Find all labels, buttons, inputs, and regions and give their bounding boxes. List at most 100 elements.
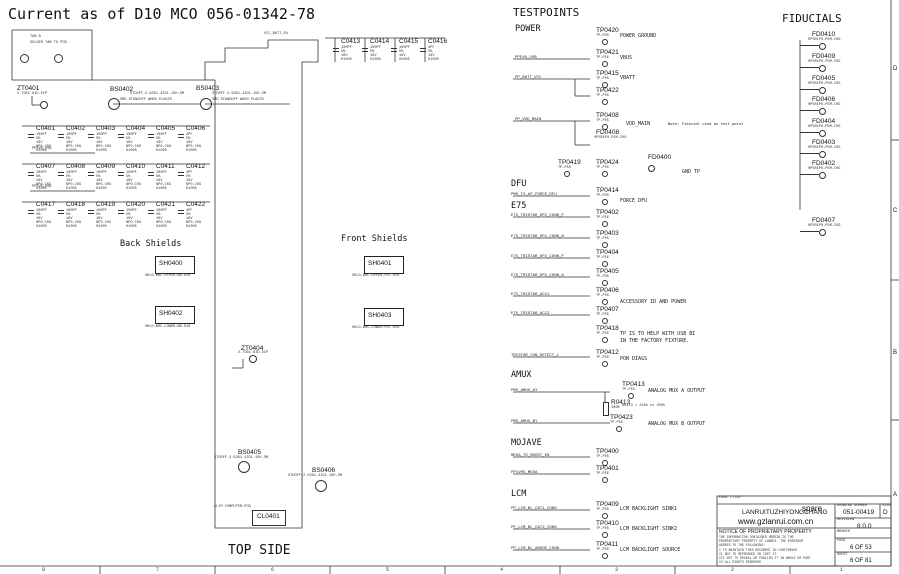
testpoint-description: VDD_MAIN — [626, 121, 651, 127]
capacitor-icon — [118, 134, 124, 135]
capacitor-dielectric: NP0-C0G — [156, 221, 172, 225]
capacitor-ref: C0421 — [156, 201, 176, 208]
fiducial-icon — [819, 43, 826, 50]
fiducial-lead — [800, 231, 819, 232]
capacitor-package: 01005 — [186, 187, 197, 191]
capacitor-icon — [58, 172, 64, 173]
net-label: PP_LCM_BL_CAT2_CONN — [511, 526, 557, 530]
mojave-section-title: MOJAVE — [511, 438, 542, 448]
testpoint-icon — [602, 82, 608, 88]
fiducial-ref: FD0406 — [812, 96, 836, 103]
page-title: Current as of D10 MCO 056-01342-78 — [8, 5, 316, 23]
net-label: E75_TRISTAR_ACC1 — [511, 293, 550, 297]
capacitor-icon — [362, 48, 368, 49]
capacitor-value: 100PF — [96, 171, 107, 175]
testpoint-icon — [602, 99, 608, 105]
net-label: E75_TRISTAR_DP1_CONN_N — [511, 235, 564, 239]
page-number: 6 OF 53 — [850, 545, 872, 551]
capacitor-ref: C0412 — [186, 163, 206, 170]
capacitor-ref: C0411 — [156, 163, 175, 170]
capacitor-icon — [58, 210, 64, 211]
capacitor-package: 01005 — [399, 58, 410, 62]
capacitor-package: 01005 — [156, 187, 167, 191]
fiducial-value: 0P5R1P0-P5M-C0G — [808, 167, 841, 171]
capacitor-value: 100PF — [36, 171, 47, 175]
testpoint-ref: TP0418 — [596, 325, 619, 332]
testpoint-package: TP-P55 — [622, 388, 635, 392]
bs0405-ref: BS0405 — [238, 449, 262, 456]
capacitor-icon — [391, 48, 397, 49]
capacitor-dielectric: NP0-C0G — [96, 145, 112, 149]
capacitor-icon — [28, 137, 34, 138]
testpoint-ref: TP0411 — [596, 541, 619, 548]
capacitor-voltage: 16V — [36, 217, 43, 221]
testpoint-icon — [602, 261, 608, 267]
capacitor-package: 01005 — [36, 149, 47, 153]
testpoint-icon — [602, 124, 608, 130]
capacitor-tolerance: 5% — [370, 50, 375, 54]
capacitor-value: 100PF — [156, 171, 167, 175]
capacitor-icon — [148, 137, 154, 138]
capacitor-voltage: 16V — [126, 141, 133, 145]
capacitor-icon — [148, 134, 154, 135]
capacitor-dielectric: NP0-C0G — [186, 145, 202, 149]
capacitor-icon — [118, 213, 124, 214]
capacitor-dielectric: NP0-C0G — [66, 221, 82, 225]
tab-pad-icon — [54, 54, 63, 63]
testpoint-ref: TP0406 — [596, 287, 619, 294]
testpoint-ref: TP0414 — [596, 187, 619, 194]
capacitor-icon — [178, 172, 184, 173]
capacitor-dielectric: NP0-C0G — [66, 145, 82, 149]
capacitor-icon — [362, 51, 368, 52]
capacitor-package: 01005 — [36, 225, 47, 229]
testpoint-ref: TP0419 — [558, 159, 581, 166]
testpoint-package: TP-P55 — [596, 548, 609, 552]
testpoint-package: TP-P55 — [610, 421, 623, 425]
net-label: PP_LCM_BL_CAT1_CONN — [511, 507, 557, 511]
capacitor-tolerance: 5% — [399, 50, 404, 54]
capacitor-tolerance: 5% — [96, 213, 101, 217]
fiducial-ref: FD0407 — [812, 217, 836, 224]
testpoint-package: TP-P55 — [596, 56, 609, 60]
capacitor-voltage: 16V — [96, 217, 103, 221]
capacitor-ref: C0413 — [341, 38, 361, 45]
capacitor-package: 01005 — [66, 187, 77, 191]
capacitor-dielectric: NP0-C0G — [126, 221, 142, 225]
vdd-main-note: Note: Fiducial used as test point — [668, 121, 744, 126]
capacitor-ref: C0417 — [36, 201, 56, 208]
tab-pad-icon — [20, 54, 29, 63]
revision-label: REVISION — [837, 518, 855, 522]
fiducial-lead — [800, 45, 819, 46]
net-label: PMU_TO_AP_FORCE_DFU — [511, 193, 557, 197]
capacitor-tolerance: 5% — [428, 50, 433, 54]
capacitor-tolerance: 5% — [156, 213, 161, 217]
zone-label: 7 — [156, 567, 160, 573]
capacitor-package: 01005 — [126, 187, 137, 191]
zt0404-value: 2.7OD1.8ID-ECP — [238, 351, 269, 355]
net-label: TRISTAR_CON_DETECT_L — [511, 354, 560, 358]
testpoint-description: LCM BACKLIGHT SINK2 — [620, 526, 678, 532]
capacitor-ref: C0406 — [186, 125, 206, 132]
capacitor-icon — [118, 137, 124, 138]
capacitor-ref: C0403 — [96, 125, 116, 132]
net-label: E75_TRISTAR_ACC2 — [511, 312, 550, 316]
testpoint-icon — [602, 513, 608, 519]
testpoint-icon — [602, 337, 608, 343]
capacitor-icon — [148, 175, 154, 176]
capacitor-tolerance: 5% — [186, 175, 191, 179]
testpoint-icon — [602, 242, 608, 248]
capacitor-tolerance: 5% — [126, 137, 131, 141]
capacitor-ref: C0401 — [36, 125, 56, 132]
fiducial-icon — [819, 172, 826, 179]
fiducial-icon — [819, 130, 826, 137]
fiducial-lead — [800, 132, 819, 133]
capacitor-voltage: 16V — [399, 54, 406, 58]
capacitor-dielectric: NP0-C0G — [96, 221, 112, 225]
testpoint-ref: TP0402 — [596, 209, 619, 216]
notice-line: IV ALL RIGHTS RESERVED — [719, 560, 762, 565]
capacitor-ref: C0422 — [186, 201, 206, 208]
notice-line: PROPRIETARY PROPERTY OF LANRUI. THE POSE… — [719, 539, 804, 544]
e75-section-title: E75 — [511, 201, 527, 211]
testpoint-icon — [602, 299, 608, 305]
